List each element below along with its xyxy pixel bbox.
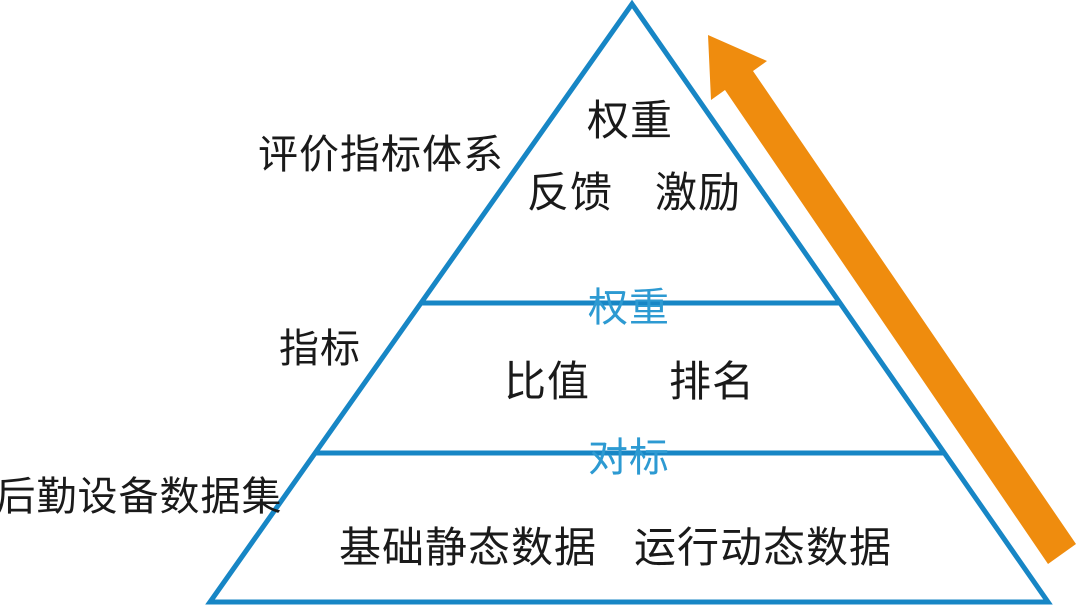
bottom-level-item-basic-static-data: 基础静态数据 [338,526,598,572]
side-label-logistics-equipment-dataset: 后勤设备数据集 [0,474,283,519]
middle-level-item-ranking: 排名 [668,360,756,406]
top-level-item-incentive: 激励 [654,171,742,217]
upward-arrow-icon [708,35,1076,564]
bottom-level-item-operational-dynamic-data: 运行动态数据 [633,526,893,572]
divider-label-weight: 权重 [588,285,670,330]
top-level-item-feedback: 反馈 [526,171,614,217]
divider-label-benchmarking: 对标 [588,435,670,480]
side-label-evaluation-index-system: 评价指标体系 [258,132,504,177]
top-level-item-weight: 权重 [586,99,674,145]
middle-level-item-ratio: 比值 [503,360,591,406]
side-label-indicator: 指标 [279,326,361,371]
